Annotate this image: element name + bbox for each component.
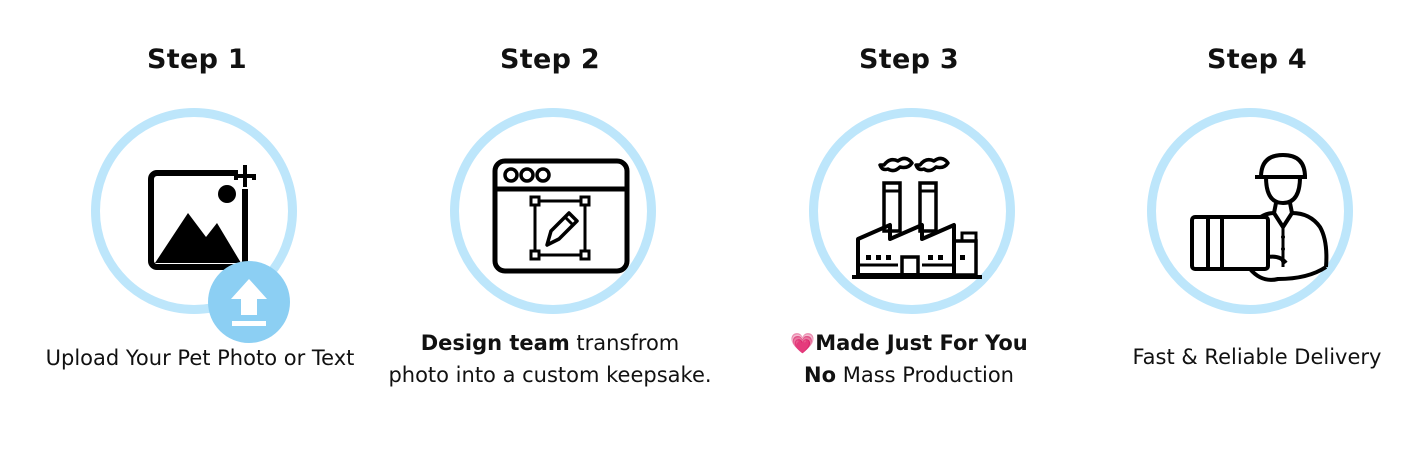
- step-4: Step 4 Fast & Reliable Delivery: [1077, 0, 1404, 472]
- step-1-caption-text: Upload Your Pet Photo or Text: [45, 346, 355, 370]
- step-1-caption: Upload Your Pet Photo or Text: [17, 342, 383, 374]
- step-2-icon-ring: [450, 108, 656, 314]
- upload-arrow-icon: [231, 279, 267, 326]
- factory-icon: [852, 156, 982, 279]
- delivery-person-icon: [1190, 153, 1329, 282]
- step-3-caption-bold: Made Just For You: [815, 331, 1028, 355]
- browser-edit-icon: [492, 158, 630, 274]
- step-2-caption-bold: Design team: [420, 331, 570, 355]
- step-1: Step 1 Upload Your Pet Photo or Text: [17, 0, 377, 472]
- step-2-caption-line2: photo into a custom keepsake.: [388, 363, 712, 387]
- step-4-icon-ring: [1147, 108, 1353, 314]
- step-4-caption-text: Fast & Reliable Delivery: [1132, 345, 1382, 369]
- step-1-title: Step 1: [147, 44, 247, 75]
- step-3-caption-bold2: No: [804, 363, 837, 387]
- step-3-title: Step 3: [859, 44, 959, 75]
- upload-badge: [208, 261, 290, 343]
- step-4-caption: Fast & Reliable Delivery: [1077, 341, 1404, 373]
- step-2-title: Step 2: [500, 44, 600, 75]
- step-2-caption-rest: transfrom: [569, 331, 680, 355]
- step-2: Step 2 Design team transfrom photo into …: [370, 0, 730, 472]
- step-3: Step 3 💗Made Just For You No Mass Produ: [729, 0, 1089, 472]
- step-4-title: Step 4: [1207, 44, 1307, 75]
- step-3-caption-rest2: Mass Production: [836, 363, 1014, 387]
- step-1-icon-ring: [91, 108, 297, 314]
- heart-icon: 💗: [790, 331, 816, 355]
- step-3-icon-ring: [809, 108, 1015, 314]
- step-2-caption: Design team transfrom photo into a custo…: [370, 327, 730, 391]
- image-add-icon: [148, 165, 256, 270]
- step-3-caption: 💗Made Just For You No Mass Production: [729, 327, 1089, 391]
